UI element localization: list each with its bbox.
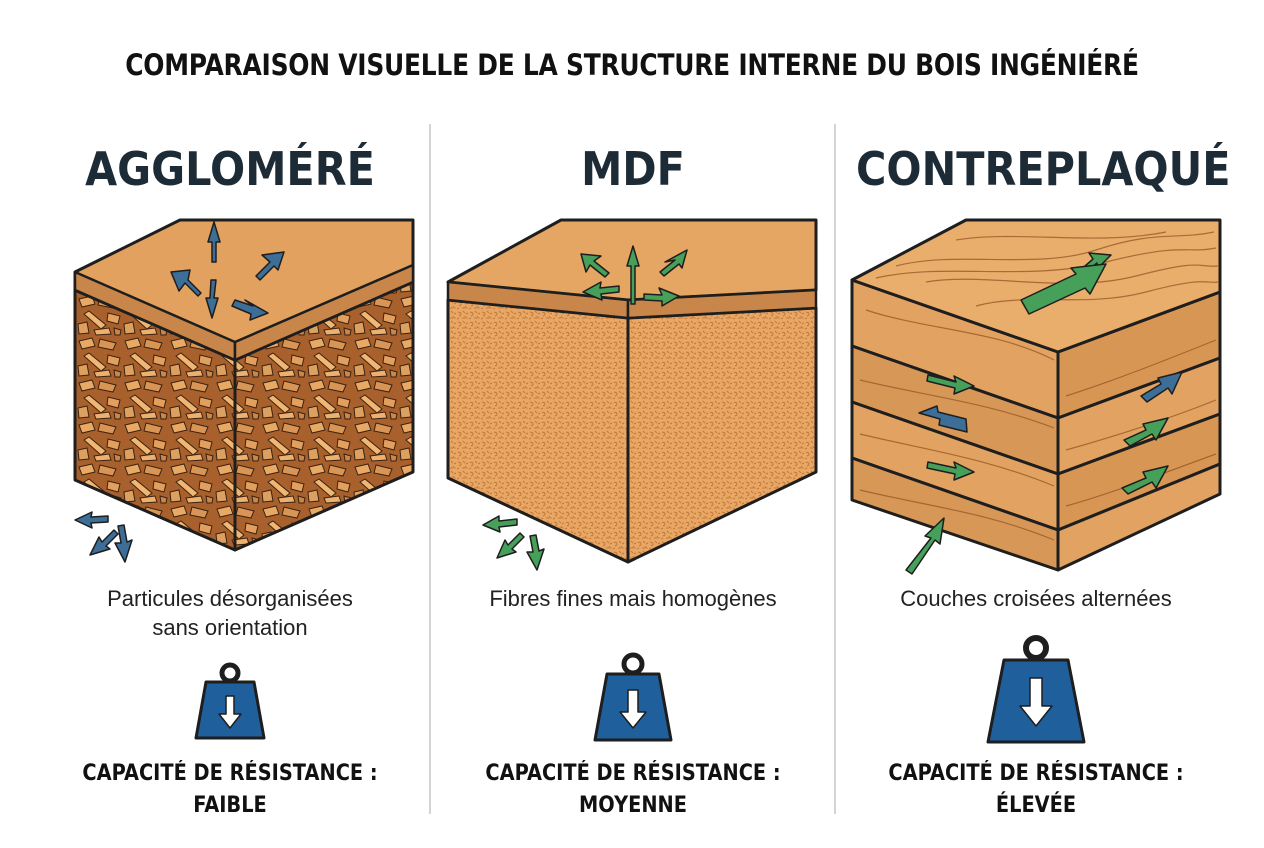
weight-icon [30, 662, 430, 742]
panel-title-mdf: MDF [581, 142, 685, 196]
resistance-label: CAPACITÉ DE RÉSISTANCE : [82, 761, 378, 786]
divider-left [429, 124, 431, 814]
weight-icon [836, 634, 1236, 746]
block-illustration-contreplaque [836, 210, 1236, 580]
layer-arrows [905, 252, 1183, 575]
resistance-label: CAPACITÉ DE RÉSISTANCE : [485, 761, 781, 786]
panel-contreplaque: CONTREPLAQUÉ [836, 0, 1236, 848]
panel-title-contreplaque: CONTREPLAQUÉ [856, 142, 1231, 196]
panel-mdf: MDF [433, 0, 833, 848]
panel-agglomere: AGGLOMÉRÉ [30, 0, 430, 848]
page-title: COMPARAISON VISUELLE DE LA STRUCTURE INT… [125, 48, 1139, 82]
caption-contreplaque: Couches croisées alternées [836, 584, 1236, 613]
block-illustration-mdf [433, 210, 833, 580]
resistance-value: FAIBLE [193, 793, 267, 818]
block-illustration-agglomere [30, 210, 430, 580]
resistance-contreplaque: CAPACITÉ DE RÉSISTANCE : ÉLEVÉE [860, 758, 1212, 822]
caption-line-1: Fibres fines mais homogènes [489, 586, 777, 611]
fiber-arrows-top [580, 245, 688, 307]
caption-mdf: Fibres fines mais homogènes [433, 584, 833, 613]
disorganized-arrows-bottom [74, 511, 133, 563]
fiber-arrows-bottom [482, 515, 545, 571]
divider-right [834, 124, 836, 814]
caption-line-1: Couches croisées alternées [900, 586, 1172, 611]
panel-title-agglomere: AGGLOMÉRÉ [85, 142, 375, 196]
caption-line-1: Particules désorganisées [107, 586, 353, 611]
resistance-value: MOYENNE [579, 793, 687, 818]
resistance-label: CAPACITÉ DE RÉSISTANCE : [888, 761, 1184, 786]
disorganized-arrows-top [170, 221, 285, 321]
resistance-agglomere: CAPACITÉ DE RÉSISTANCE : FAIBLE [54, 758, 406, 822]
resistance-value: ÉLEVÉE [995, 793, 1077, 818]
caption-agglomere: Particules désorganisées sans orientatio… [30, 584, 430, 642]
weight-icon [433, 652, 833, 744]
caption-line-2: sans orientation [152, 615, 308, 640]
resistance-mdf: CAPACITÉ DE RÉSISTANCE : MOYENNE [457, 758, 809, 822]
